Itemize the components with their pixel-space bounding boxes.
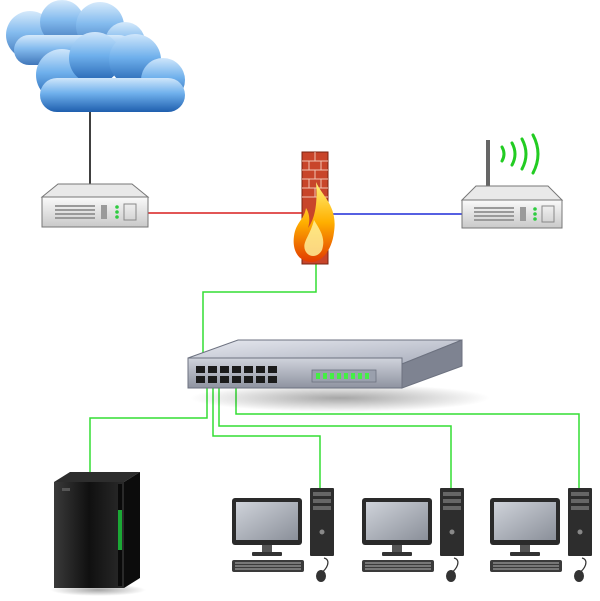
desktop-computer-icon: [489, 487, 593, 583]
desktop-computer-icon: [231, 487, 335, 583]
router-icon: [40, 183, 150, 228]
link-switch-workstation-1: [212, 382, 321, 488]
wifi-signal-icon: [500, 133, 540, 175]
server-tower-icon: [50, 472, 146, 596]
wireless-access-point-icon: [460, 133, 564, 229]
desktop-computer-icon: [361, 487, 465, 583]
network-switch-icon: [187, 339, 490, 412]
link-switch-server: [89, 382, 208, 474]
cloud-icon: [6, 0, 185, 112]
firewall-icon: [293, 151, 335, 265]
link-firewall-switch: [202, 262, 317, 376]
links: [89, 112, 580, 488]
